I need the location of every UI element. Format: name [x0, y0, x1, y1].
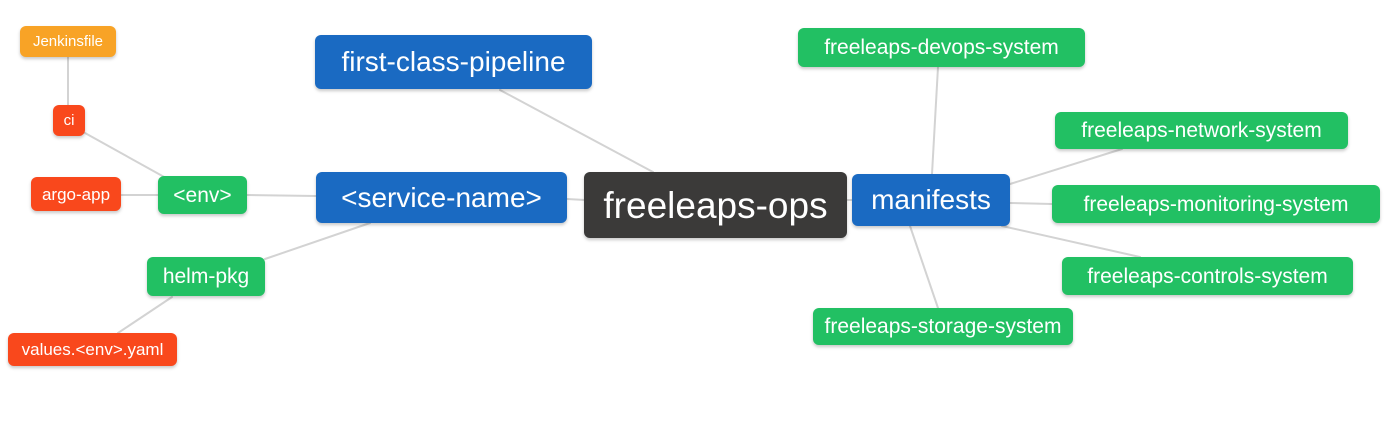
node-label-freeleaps-network-system: freeleaps-network-system: [1081, 119, 1322, 142]
node-label-freeleaps-ops: freeleaps-ops: [603, 184, 828, 226]
node-first-class-pipeline[interactable]: first-class-pipeline: [315, 35, 592, 89]
node-label-freeleaps-controls-system: freeleaps-controls-system: [1087, 264, 1328, 288]
edge-helm-pkg-to-service-name: [264, 222, 371, 260]
node-manifests[interactable]: manifests: [852, 174, 1010, 226]
node-ci[interactable]: ci: [53, 105, 85, 136]
edge-manifests-to-freeleaps-monitoring-system: [1009, 202, 1053, 205]
node-label-values-env-yaml: values.<env>.yaml: [21, 340, 164, 359]
edge-values-env-yaml-to-helm-pkg: [117, 296, 173, 334]
node-label-freeleaps-devops-system: freeleaps-devops-system: [824, 36, 1059, 59]
node-jenkinsfile[interactable]: Jenkinsfile: [20, 26, 116, 57]
node-label-freeleaps-monitoring-system: freeleaps-monitoring-system: [1083, 192, 1349, 216]
node-values-env-yaml[interactable]: values.<env>.yaml: [8, 333, 177, 366]
node-label-env: <env>: [173, 183, 232, 207]
node-label-argo-app: argo-app: [41, 184, 111, 204]
node-label-freeleaps-storage-system: freeleaps-storage-system: [824, 315, 1062, 338]
node-label-helm-pkg: helm-pkg: [162, 265, 250, 288]
node-freeleaps-storage-system[interactable]: freeleaps-storage-system: [813, 308, 1073, 345]
node-freeleaps-network-system[interactable]: freeleaps-network-system: [1055, 112, 1348, 149]
edge-manifests-to-freeleaps-network-system: [1009, 148, 1123, 185]
edge-manifests-to-freeleaps-storage-system: [909, 225, 939, 309]
edge-ci-to-env: [84, 132, 167, 179]
node-freeleaps-devops-system[interactable]: freeleaps-devops-system: [798, 28, 1085, 67]
node-service-name[interactable]: <service-name>: [316, 172, 567, 223]
edge-manifests-to-freeleaps-devops-system: [931, 66, 939, 175]
node-label-manifests: manifests: [871, 184, 991, 215]
node-freeleaps-monitoring-system[interactable]: freeleaps-monitoring-system: [1052, 185, 1380, 223]
node-freeleaps-controls-system[interactable]: freeleaps-controls-system: [1062, 257, 1353, 295]
edge-manifests-to-freeleaps-controls-system: [1001, 225, 1141, 258]
edge-service-name-to-freeleaps-ops: [566, 198, 586, 201]
edge-env-to-service-name: [246, 194, 317, 197]
node-argo-app[interactable]: argo-app: [31, 177, 121, 211]
node-label-jenkinsfile: Jenkinsfile: [32, 33, 104, 50]
node-freeleaps-ops[interactable]: freeleaps-ops: [584, 172, 847, 238]
edge-first-class-pipeline-to-freeleaps-ops: [499, 89, 654, 173]
node-helm-pkg[interactable]: helm-pkg: [147, 257, 265, 296]
node-env[interactable]: <env>: [158, 176, 247, 214]
node-label-first-class-pipeline: first-class-pipeline: [341, 46, 566, 77]
node-label-ci: ci: [63, 112, 75, 129]
node-label-service-name: <service-name>: [341, 181, 542, 213]
